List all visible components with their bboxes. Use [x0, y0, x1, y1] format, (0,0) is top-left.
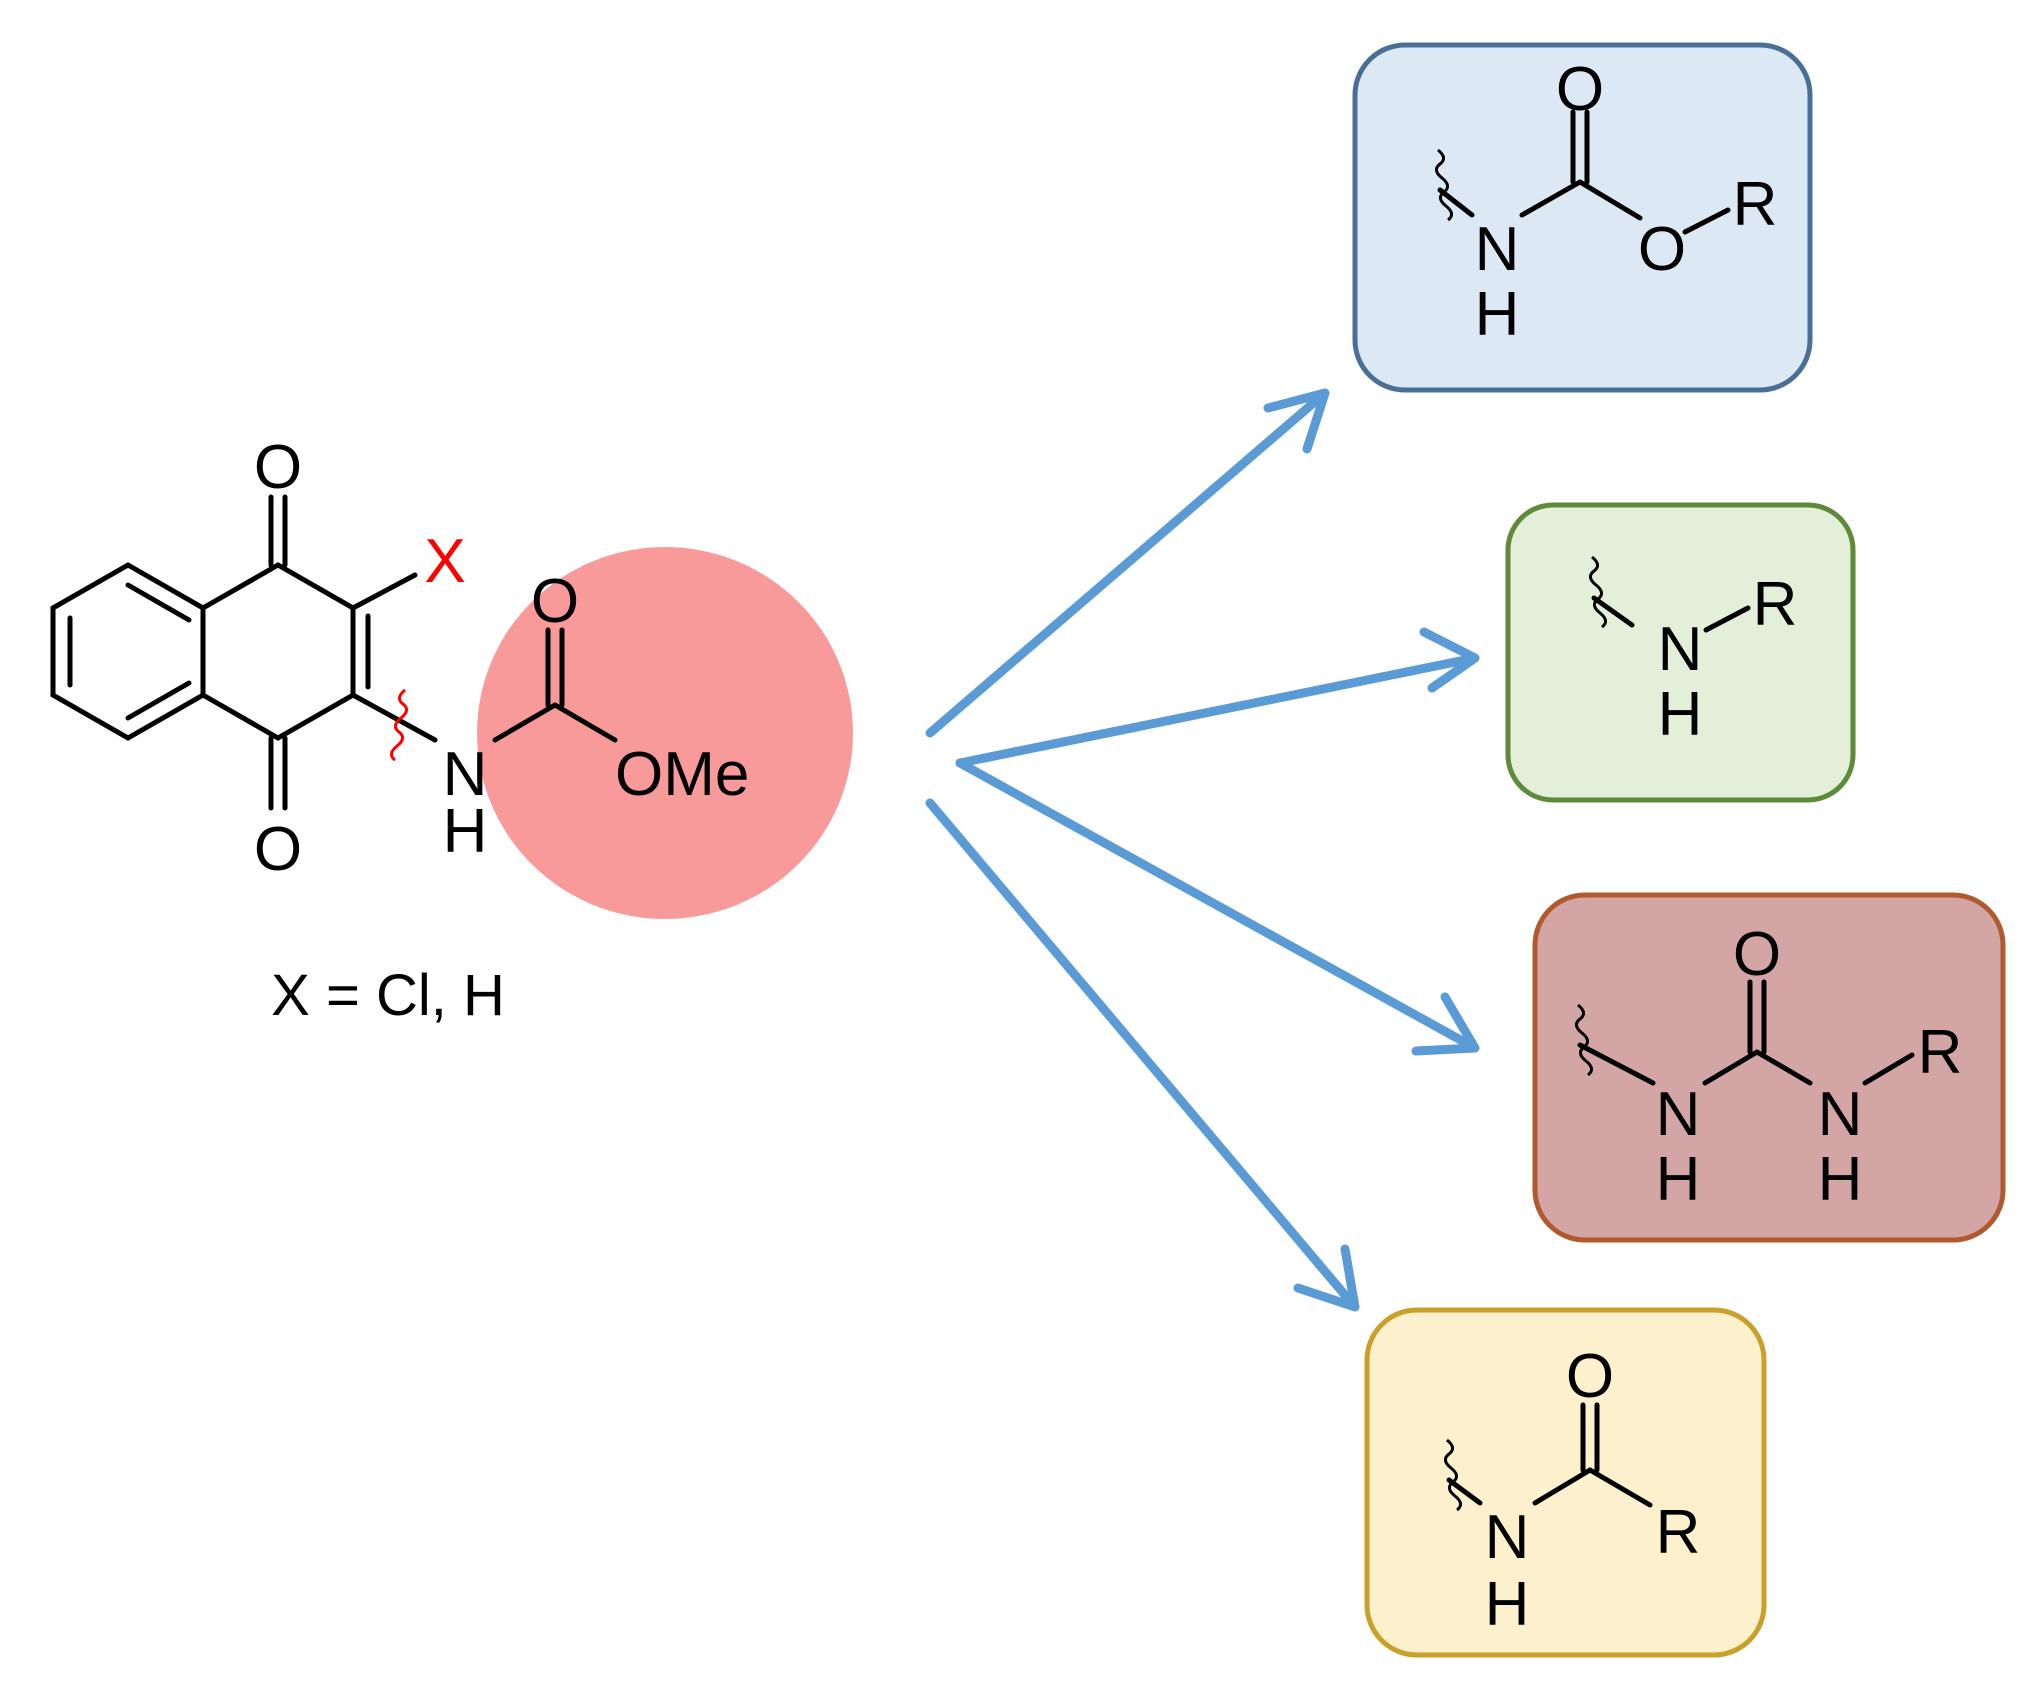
oxygen-top: O: [254, 433, 302, 502]
highlight-ellipse: [477, 547, 853, 919]
reaction-arrows: [925, 388, 1480, 1312]
ester-group: OMe: [615, 740, 749, 809]
carbamate-carbonyl-o: O: [1556, 55, 1604, 124]
arrow-to-carbamate: [925, 388, 1330, 738]
amide-h: H: [1485, 1570, 1530, 1639]
oxygen-bottom: O: [254, 815, 302, 884]
substituent-x: X: [424, 527, 465, 596]
benzene-ring: [50, 562, 206, 741]
amide-n: N: [1485, 1503, 1530, 1572]
wavy-bond-mark: [390, 688, 408, 762]
urea-n2: N: [1818, 1080, 1863, 1149]
product-urea: O N H N H R: [1532, 892, 2006, 1243]
starting-material: O O X O N H OMe X = Cl, H: [50, 433, 853, 1028]
amine-h: H: [1658, 680, 1703, 749]
amide-r: R: [1656, 1498, 1701, 1567]
urea-box: [1532, 892, 2006, 1243]
amide-carbonyl-o: O: [1566, 1342, 1614, 1411]
product-carbamate: O N H O R: [1352, 42, 1813, 393]
arrow-to-amine: [955, 627, 1480, 768]
quinone-ring: [200, 562, 356, 741]
product-amine: N H R: [1505, 502, 1856, 803]
urea-h1: H: [1656, 1145, 1701, 1214]
carbamate-n: N: [1475, 215, 1520, 284]
carbamate-r: R: [1733, 170, 1778, 239]
arrow-to-amide: [925, 798, 1360, 1312]
amine-r: R: [1753, 570, 1798, 639]
urea-h2: H: [1818, 1145, 1863, 1214]
urea-carbonyl-o: O: [1733, 920, 1781, 989]
amine-n: N: [1658, 615, 1703, 684]
arrow-to-urea: [955, 758, 1480, 1056]
nitrogen-hydrogen: H: [443, 797, 488, 866]
carbamate-ester-o: O: [1638, 215, 1686, 284]
urea-n1: N: [1656, 1080, 1701, 1149]
carbamate-box: [1352, 42, 1813, 393]
product-amide: O N H R: [1364, 1307, 1767, 1658]
amine-box: [1505, 502, 1856, 803]
nitrogen-atom: N: [443, 740, 488, 809]
carbamate-carbonyl-oxygen: O: [531, 567, 579, 636]
urea-r: R: [1918, 1018, 1963, 1087]
carbamate-h: H: [1475, 280, 1520, 349]
substituent-caption: X = Cl, H: [271, 963, 505, 1028]
